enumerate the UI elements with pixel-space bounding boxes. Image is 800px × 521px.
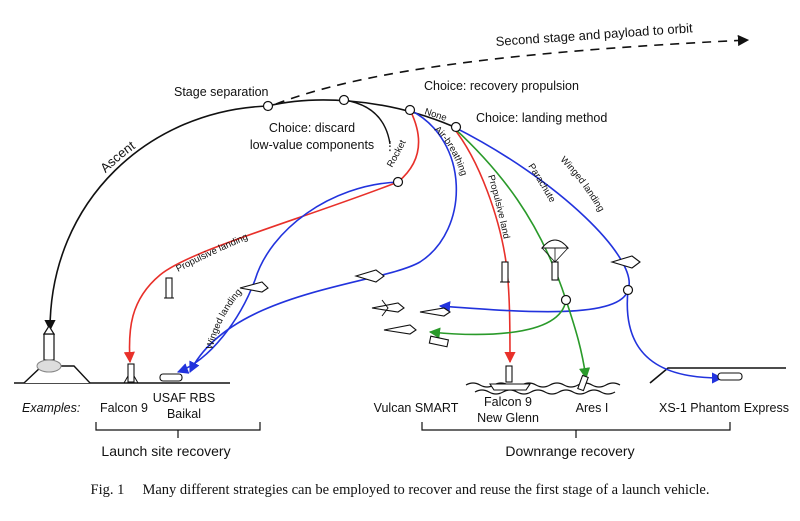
launch-site-recovery-label: Launch site recovery [101,443,230,459]
example-falcon9-right: Falcon 9 [484,395,532,409]
winged-landing-right-label: Winged landing [558,154,606,213]
choice-discard-label-2: low-value components [250,138,374,152]
launch-site-bracket [95,422,261,438]
downrange-bracket [421,422,731,438]
winged-midair-capture-path [438,289,629,313]
ascent-trajectory [44,105,269,332]
air-breathing-path [189,109,458,374]
rocket-node [392,176,404,188]
svg-text:Propulsive landing: Propulsive landing [174,232,249,275]
winged-to-downrange-path [626,289,724,384]
parachute-label: Parachute [526,162,558,205]
parachute-node [560,294,572,306]
discard-ellipsis: ⋮ [384,139,397,153]
parachute-icon [540,239,570,281]
downrange-recovery-label: Downrange recovery [505,443,634,459]
example-ares-i: Ares I [576,401,609,415]
svg-text:Winged landing: Winged landing [558,154,606,213]
choice-discard-label-1: Choice: discard [269,121,355,135]
landed-winged-booster-icon [159,373,183,382]
propulsive-landing-left-path [123,181,399,364]
launching-rocket-icon [36,324,62,373]
winged-booster-right-icon [610,255,641,269]
descending-booster-right-icon [500,261,510,283]
example-baikal: Baikal [167,407,201,421]
discard-node [338,94,350,106]
recovery-propulsion-node [404,104,416,116]
ground-downrange [649,367,786,384]
flyback-booster-icon [354,269,385,283]
parachute-midair-path [428,299,567,339]
examples-title: Examples: [22,401,80,415]
sea-surface [465,382,621,395]
discard-branch [343,99,391,145]
example-vulcan-smart: Vulcan SMART [374,401,459,415]
winged-landing-left-label: Winged landing [204,287,244,351]
stage-separation-label: Stage separation [174,85,269,99]
example-new-glenn: New Glenn [477,411,539,425]
svg-text:Winged landing: Winged landing [204,287,244,351]
stage-separation-node [262,100,274,112]
winged-landing-left-path [176,181,399,374]
orbit-label: Second stage and payload to orbit [495,20,693,49]
landed-booster-icon [123,363,139,384]
figure-caption: Fig. 1 Many different strategies can be … [0,482,800,499]
decision-nodes [262,94,634,306]
svg-text:Parachute: Parachute [526,162,558,205]
orbit-trajectory [275,34,750,105]
example-xs1: XS-1 Phantom Express [659,401,789,415]
example-usaf-rbs: USAF RBS [153,391,216,405]
landing-method-node [450,121,462,133]
winged-node [622,284,634,296]
choice-recovery-label: Choice: recovery propulsion [424,79,579,93]
example-falcon9-left: Falcon 9 [100,401,148,415]
runway-booster-icon [717,372,743,381]
propulsive-landing-left-label: Propulsive landing [174,232,249,275]
winged-booster-left-icon [239,281,269,293]
winged-landing-right-path [451,125,630,291]
descending-booster-left-icon [164,277,174,299]
choice-landing-label: Choice: landing method [476,111,607,125]
capture-aircraft-icons [371,299,451,348]
figure-caption-text: Many different strategies can be employe… [142,482,710,498]
splashdown-booster-icon [577,374,589,392]
figure-number: Fig. 1 [90,482,125,498]
droneship-booster-icon [488,365,532,391]
